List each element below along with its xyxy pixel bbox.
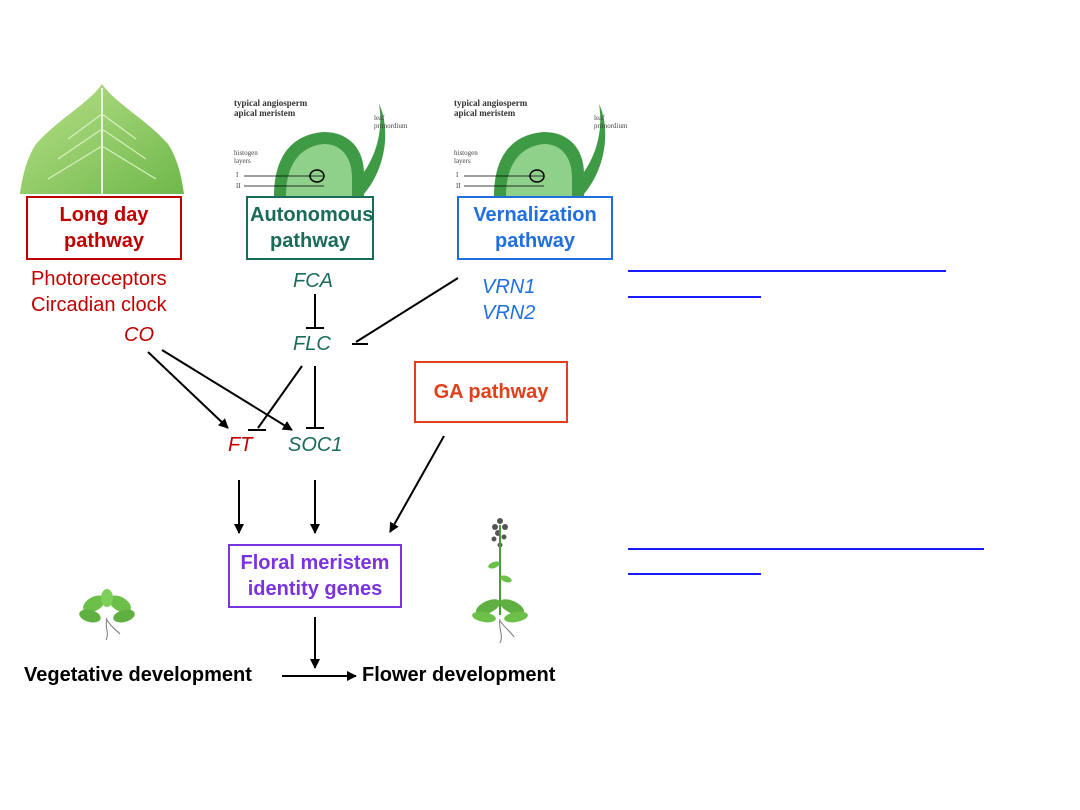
vernalization-inhibits-flc — [352, 277, 459, 345]
ft-gene: FT — [228, 434, 253, 456]
layer-1-label: I — [456, 171, 459, 179]
leaf-primordium-label: leaf primordium — [374, 114, 408, 130]
vernalization-pathway-box: Vernalization pathway — [457, 196, 613, 260]
vrn1-gene: VRN1 — [482, 276, 536, 298]
layer-2-label: II — [456, 182, 461, 190]
co-activates-ft — [147, 351, 229, 429]
photoreceptors-label: Photoreceptors — [31, 268, 167, 290]
vegetative-plant-image — [76, 588, 138, 642]
meristem-title: typical angiosperm apical meristem — [454, 98, 528, 118]
histogen-label: histogen layers — [454, 149, 478, 165]
co-activates-soc1 — [161, 349, 293, 431]
layer-2-label: II — [236, 182, 241, 190]
soc1-gene: SOC1 — [288, 434, 343, 456]
autonomous-pathway-box: Autonomous pathway — [246, 196, 374, 260]
floral-meristem-label: Floral meristem identity genes — [240, 552, 390, 600]
ga-pathway-label: GA pathway — [433, 381, 549, 403]
flc-gene: FLC — [293, 333, 331, 355]
long-day-pathway-label: Long day pathway — [59, 204, 149, 252]
floral-meristem-box: Floral meristem identity genes — [228, 544, 402, 608]
hyperlink-2-line-1[interactable] — [628, 548, 984, 550]
vegetative-development-label: Vegetative development — [24, 664, 252, 686]
vernalization-pathway-label: Vernalization pathway — [473, 204, 597, 252]
autonomous-pathway-label: Autonomous pathway — [250, 204, 374, 252]
long-day-pathway-box: Long day pathway — [26, 196, 182, 260]
hyperlink-1-line-2[interactable] — [628, 296, 761, 298]
histogen-label: histogen layers — [234, 149, 258, 165]
meristem-title: typical angiosperm apical meristem — [234, 98, 308, 118]
circadian-clock-label: Circadian clock — [31, 294, 167, 316]
meristem-image-2: typical angiosperm apical meristem leaf … — [444, 94, 639, 196]
flower-development-label: Flower development — [362, 664, 556, 686]
fca-gene: FCA — [293, 270, 333, 292]
layer-1-label: I — [236, 171, 239, 179]
leaf-primordium-label: leaf primordium — [594, 114, 628, 130]
flowering-plant-image — [470, 515, 530, 645]
ga-activates-floral — [389, 435, 445, 533]
hyperlink-1-line-1[interactable] — [628, 270, 946, 272]
fca-inhibits-flc — [306, 294, 324, 329]
flc-inhibits-ft — [248, 365, 303, 431]
vrn2-gene: VRN2 — [482, 302, 536, 324]
flc-inhibits-soc1 — [306, 366, 324, 429]
co-gene: CO — [124, 324, 154, 346]
ga-pathway-box: GA pathway — [414, 361, 568, 423]
leaf-image — [18, 84, 186, 194]
hyperlink-2-line-2[interactable] — [628, 573, 761, 575]
meristem-image-1: typical angiosperm apical meristem leaf … — [224, 94, 419, 196]
